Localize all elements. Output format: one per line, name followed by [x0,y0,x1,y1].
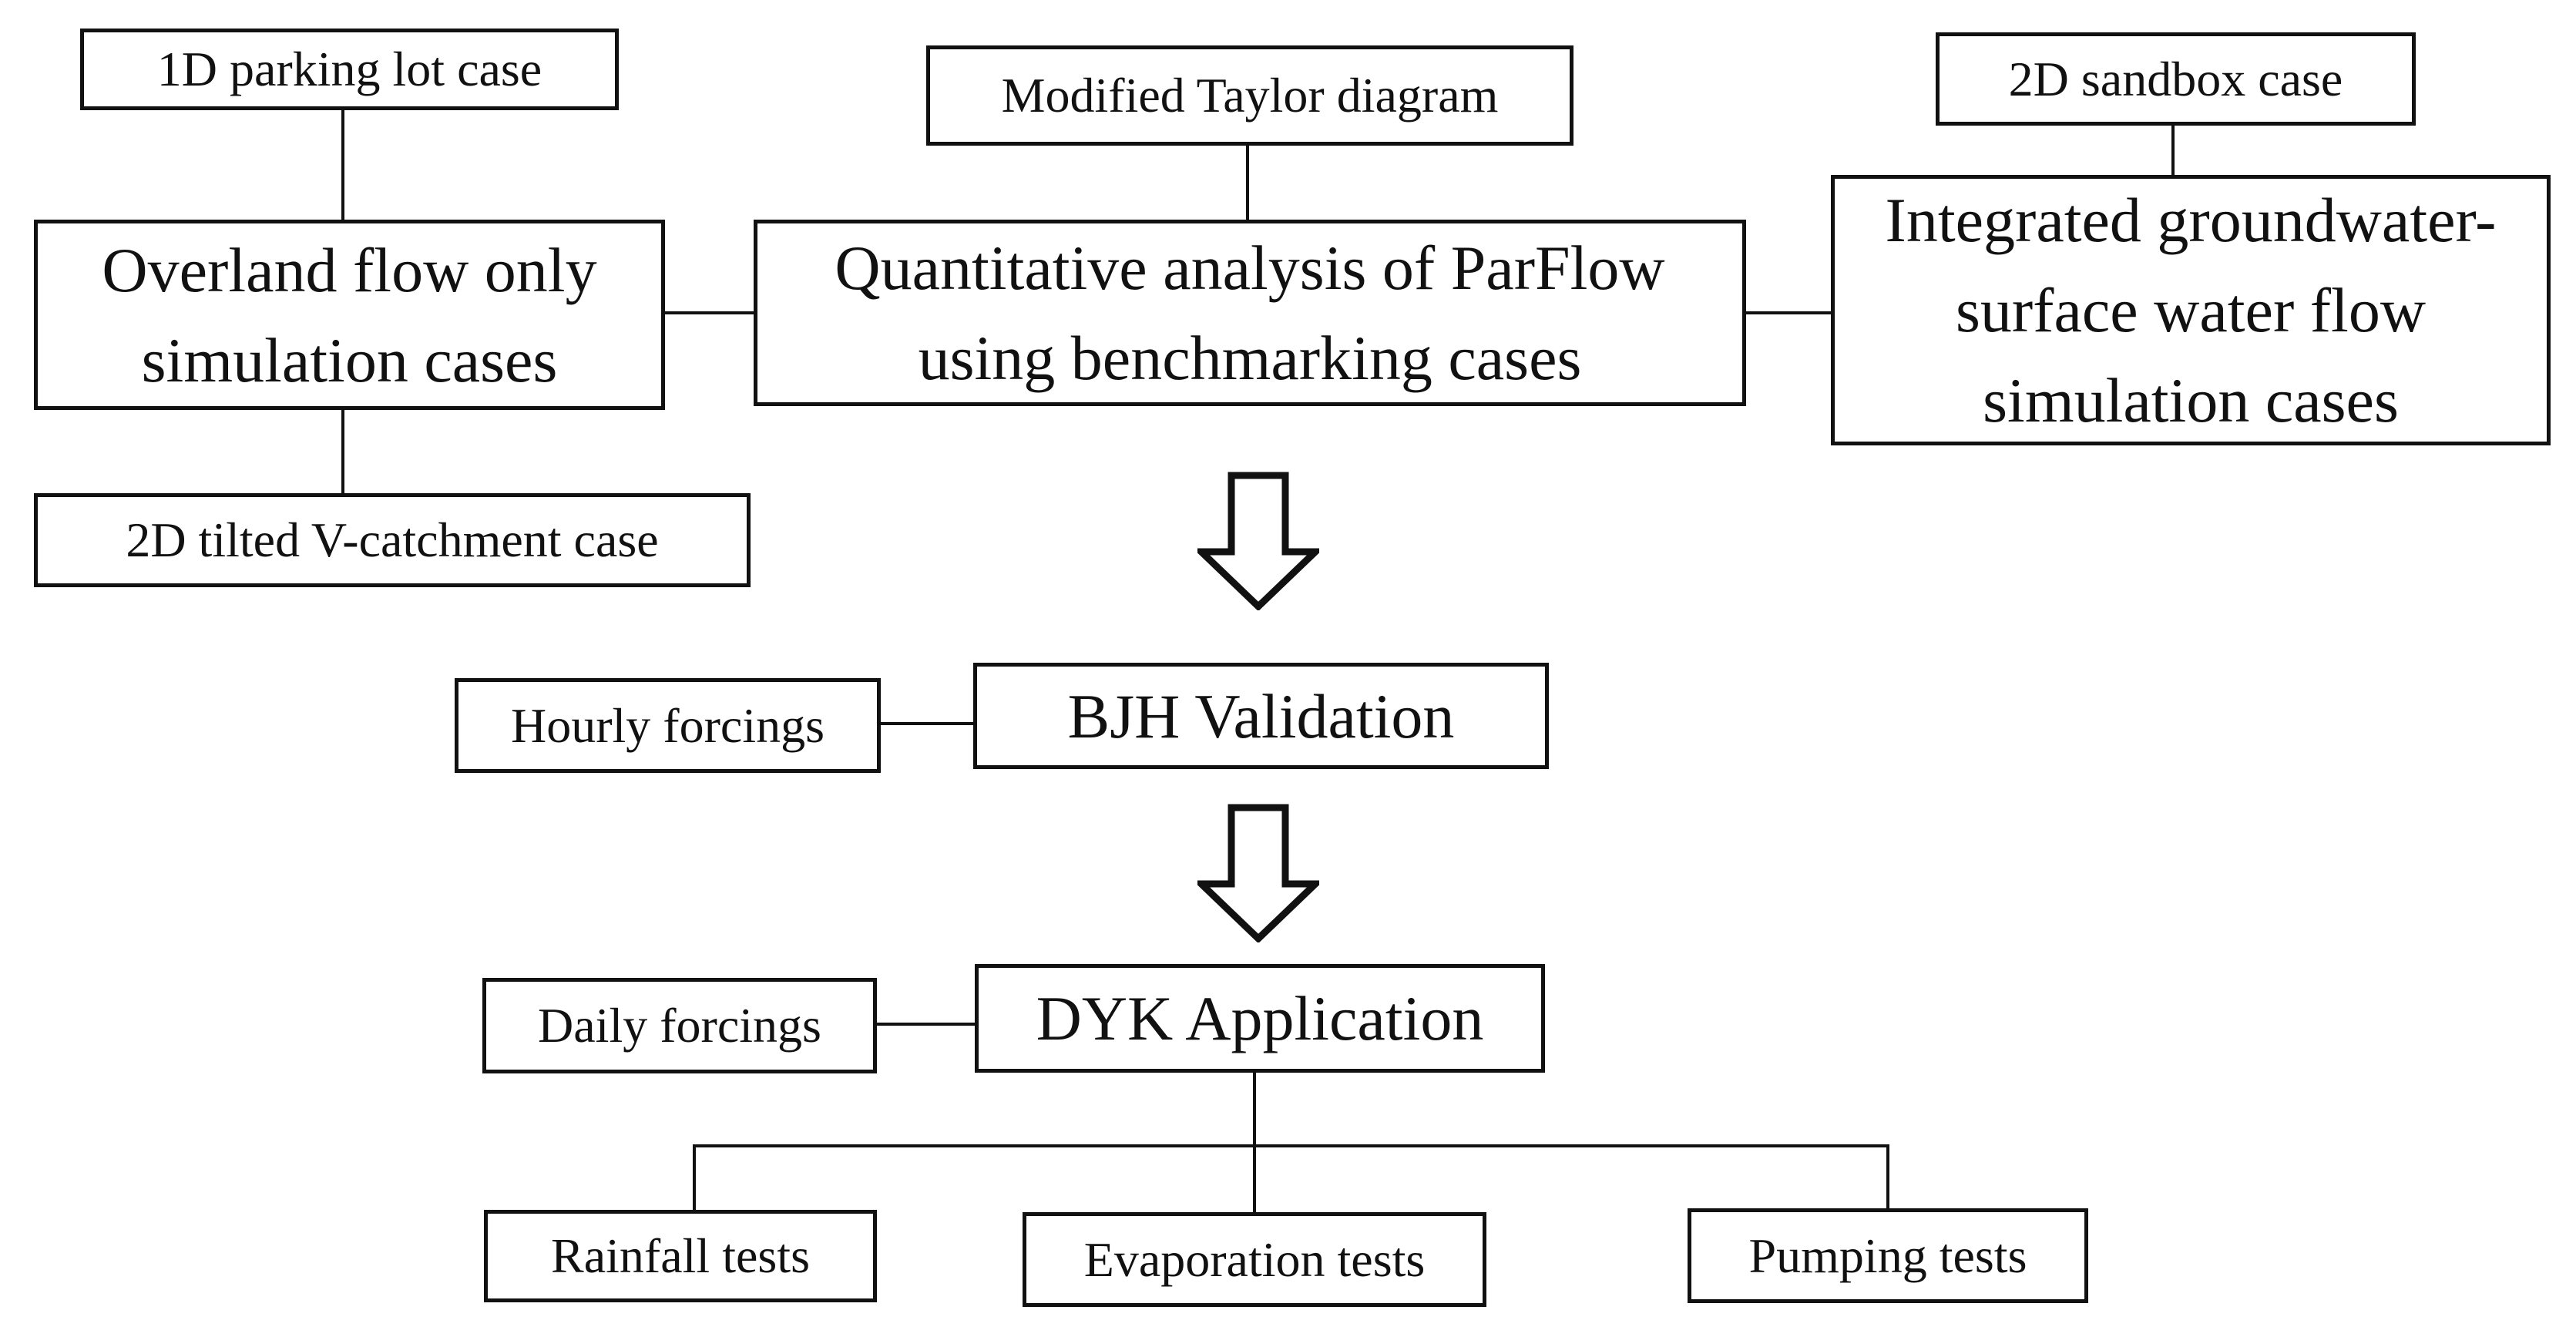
node-label: 2D tilted V-catchment case [126,512,659,567]
node-label: Modified Taylor diagram [1001,68,1499,123]
connector-sandbox-to-integrated [2171,126,2175,175]
connector-parking-to-overland [341,110,344,220]
node-label: 2D sandbox case [2008,51,2343,106]
node-pumping-tests: Pumping tests [1688,1208,2088,1303]
node-label: Rainfall tests [551,1228,810,1283]
node-label: Quantitative analysis of ParFlow using b… [835,233,1665,393]
node-daily-forcings: Daily forcings [482,978,877,1073]
node-evaporation-tests: Evaporation tests [1023,1212,1486,1307]
down-arrow-icon [1197,804,1319,942]
connector-dyk-to-branch [1253,1073,1256,1144]
connector-quantitative-to-integrated [1746,311,1831,314]
node-label: DYK Application [1036,983,1484,1053]
node-label: 1D parking lot case [156,42,542,96]
node-overland-flow-only: Overland flow only simulation cases [34,220,665,410]
node-rainfall-tests: Rainfall tests [484,1210,877,1302]
node-integrated-groundwater-surface: Integrated groundwater-surface water flo… [1831,175,2551,445]
node-label: Hourly forcings [510,697,825,753]
connector-branch-horizontal [693,1144,1889,1147]
node-quantitative-analysis: Quantitative analysis of ParFlow using b… [754,220,1746,406]
connector-overland-to-quantitative [665,311,754,314]
node-dyk-application: DYK Application [975,964,1545,1073]
down-arrow-icon [1197,472,1319,610]
node-hourly-forcings: Hourly forcings [455,678,881,773]
node-label: Daily forcings [538,998,821,1053]
node-2d-sandbox-case: 2D sandbox case [1936,32,2416,126]
connector-daily-to-dyk [877,1023,975,1026]
node-label: Pumping tests [1748,1228,2027,1283]
connector-branch-to-evaporation [1253,1144,1256,1212]
node-bjh-validation: BJH Validation [973,663,1549,769]
node-1d-parking-lot-case: 1D parking lot case [80,29,619,110]
connector-taylor-to-quantitative [1246,146,1249,220]
node-label: Integrated groundwater-surface water flo… [1885,185,2497,435]
node-2d-tilted-v-catchment-case: 2D tilted V-catchment case [34,493,751,587]
node-label: Evaporation tests [1083,1231,1426,1287]
connector-branch-to-pumping [1886,1144,1889,1211]
node-label: BJH Validation [1067,680,1455,751]
node-modified-taylor-diagram: Modified Taylor diagram [926,45,1573,146]
node-label: Overland flow only simulation cases [102,234,597,395]
connector-overland-to-vcatchment [341,410,344,493]
connector-branch-to-rainfall [693,1144,696,1212]
connector-hourly-to-bjh [881,722,973,725]
